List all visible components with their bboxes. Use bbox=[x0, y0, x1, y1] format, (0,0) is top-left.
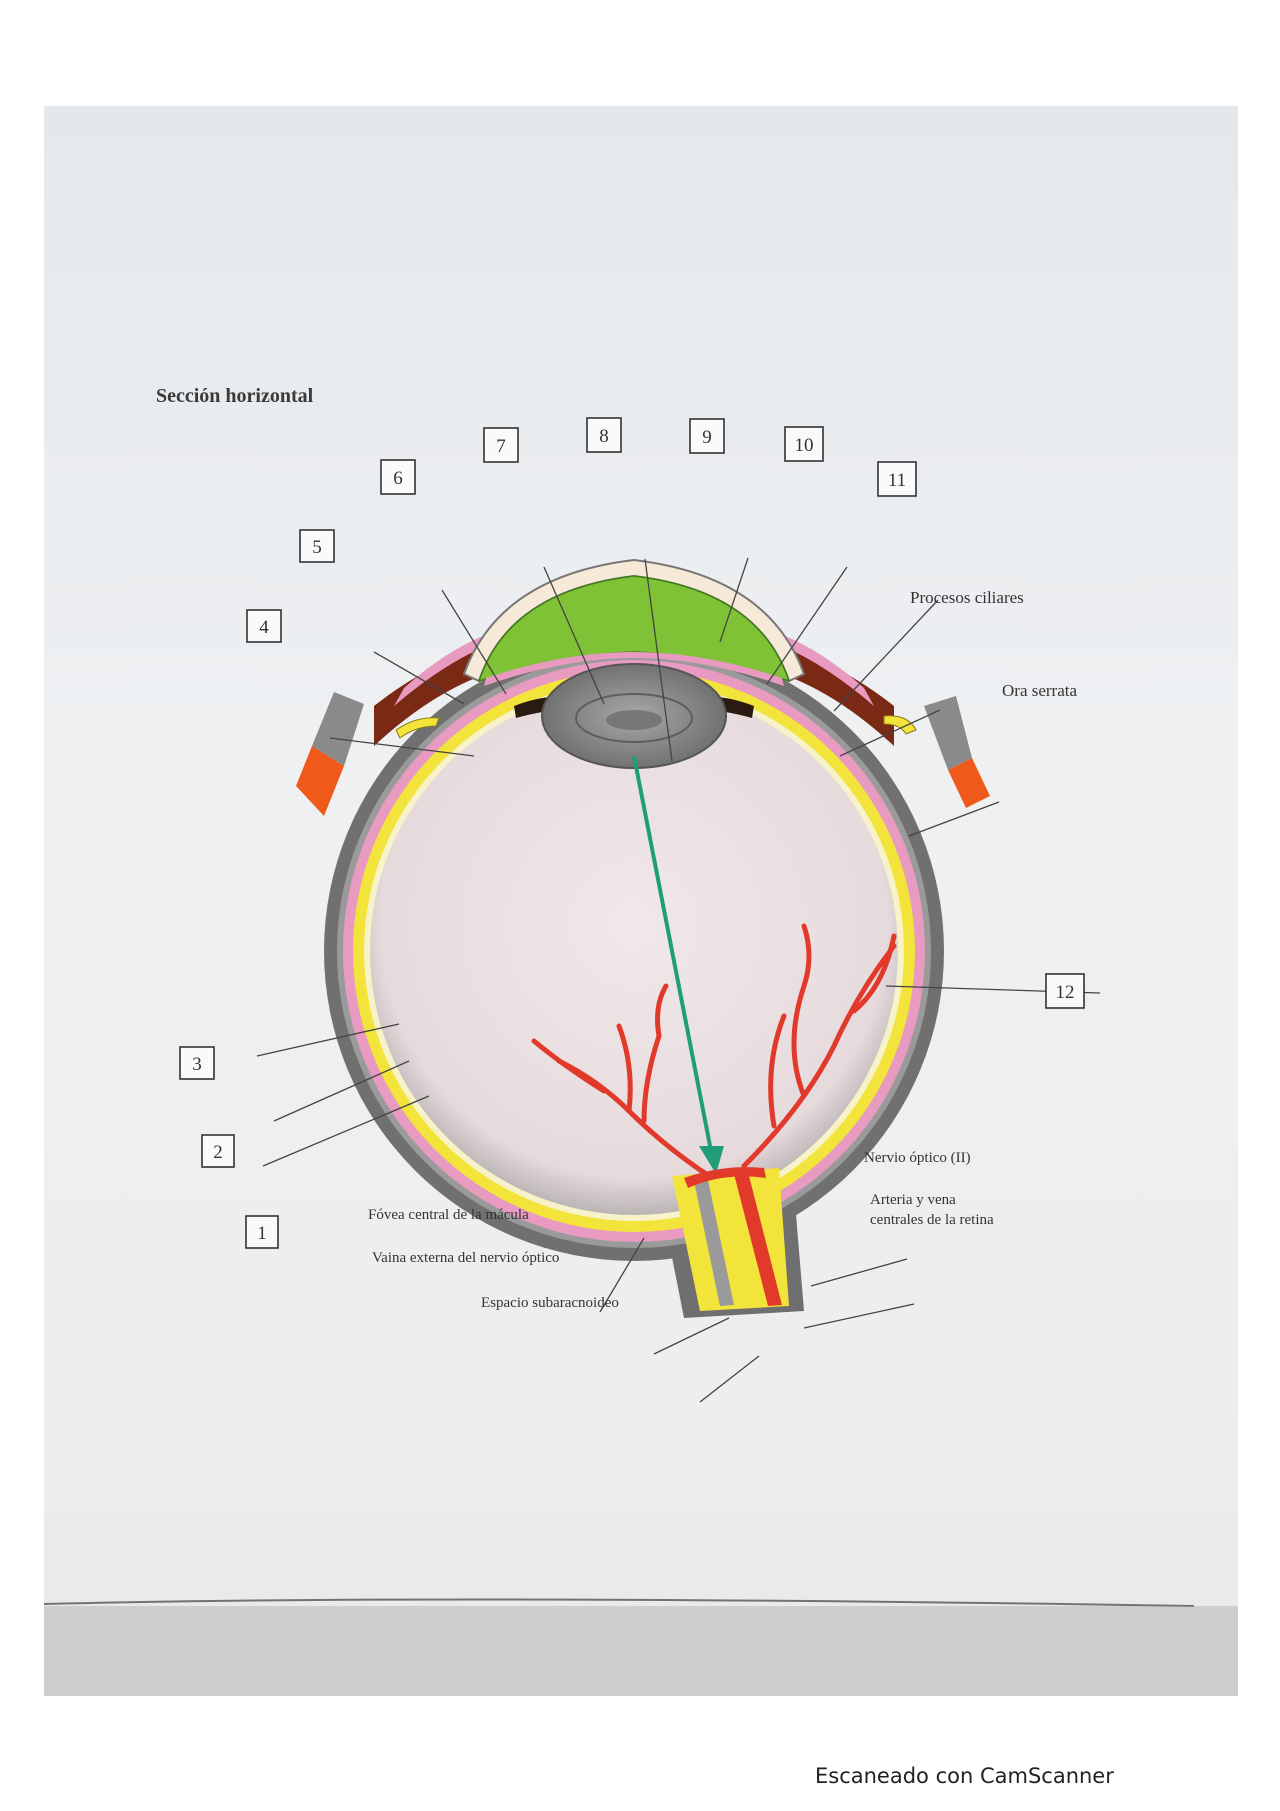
eye-diagram: Sección horizontal bbox=[44, 385, 1238, 1696]
conjunctiva-left bbox=[395, 717, 440, 739]
hyaloid-base bbox=[699, 1146, 724, 1174]
scanner-footer: Escaneado con CamScanner bbox=[815, 1764, 1114, 1788]
label-box-9: 9 bbox=[689, 418, 725, 454]
label-fovea: Fóvea central de la mácula bbox=[368, 1207, 529, 1223]
label-ciliary-processes: Procesos ciliares bbox=[910, 588, 1024, 607]
svg-text:2: 2 bbox=[213, 1142, 223, 1163]
svg-text:1: 1 bbox=[257, 1223, 267, 1244]
diagram-title: Sección horizontal bbox=[156, 385, 314, 407]
label-box-8: 8 bbox=[586, 417, 622, 453]
svg-text:12: 12 bbox=[1056, 982, 1075, 1003]
label-box-10: 10 bbox=[784, 426, 824, 462]
leader-lines bbox=[256, 557, 1101, 1403]
label-outer-sheath: Vaina externa del nervio óptico bbox=[372, 1250, 559, 1266]
svg-text:7: 7 bbox=[496, 436, 506, 457]
label-subarachnoid: Espacio subaracnoideo bbox=[481, 1295, 619, 1311]
hyaloid-canal bbox=[632, 755, 714, 1157]
label-central-vessels-2: centrales de la retina bbox=[870, 1212, 994, 1228]
conjunctiva-right bbox=[883, 715, 917, 735]
optic-nerve-central-vessel bbox=[734, 1172, 782, 1306]
label-box-5: 5 bbox=[299, 529, 335, 563]
label-box-12: 12 bbox=[1045, 973, 1085, 1009]
label-box-2: 2 bbox=[201, 1134, 235, 1168]
svg-text:8: 8 bbox=[599, 426, 609, 447]
svg-text:11: 11 bbox=[888, 470, 906, 491]
label-box-4: 4 bbox=[246, 609, 282, 643]
svg-text:6: 6 bbox=[393, 468, 403, 489]
label-box-6: 6 bbox=[380, 459, 416, 495]
cornea-pink-rim bbox=[484, 652, 784, 686]
lens-nucleus bbox=[575, 693, 693, 743]
label-box-11: 11 bbox=[877, 461, 917, 497]
scan-shadow bbox=[44, 1606, 1238, 1696]
label-optic-nerve: Nervio óptico (II) bbox=[864, 1150, 971, 1166]
label-central-vessels-1: Arteria y vena bbox=[870, 1192, 956, 1208]
svg-text:9: 9 bbox=[702, 427, 712, 448]
muscle-left-tip bbox=[296, 746, 344, 816]
muscle-right-tip bbox=[948, 758, 990, 808]
label-box-1: 1 bbox=[245, 1215, 279, 1249]
muscle-left bbox=[312, 692, 364, 766]
vitreous-body bbox=[370, 687, 898, 1215]
lens-core bbox=[606, 710, 662, 730]
optic-nerve-gap bbox=[694, 1180, 734, 1306]
label-box-7: 7 bbox=[483, 427, 519, 463]
scan-streak bbox=[44, 1598, 1195, 1607]
svg-text:10: 10 bbox=[795, 435, 814, 456]
svg-text:3: 3 bbox=[192, 1054, 202, 1075]
retinal-vessels bbox=[531, 923, 897, 1179]
muscle-right bbox=[924, 696, 972, 770]
scanned-sheet: Sección horizontal bbox=[44, 106, 1238, 1696]
label-ora-serrata: Ora serrata bbox=[1002, 681, 1077, 700]
svg-text:5: 5 bbox=[312, 537, 322, 558]
label-box-3: 3 bbox=[179, 1046, 215, 1080]
svg-text:4: 4 bbox=[259, 617, 269, 638]
